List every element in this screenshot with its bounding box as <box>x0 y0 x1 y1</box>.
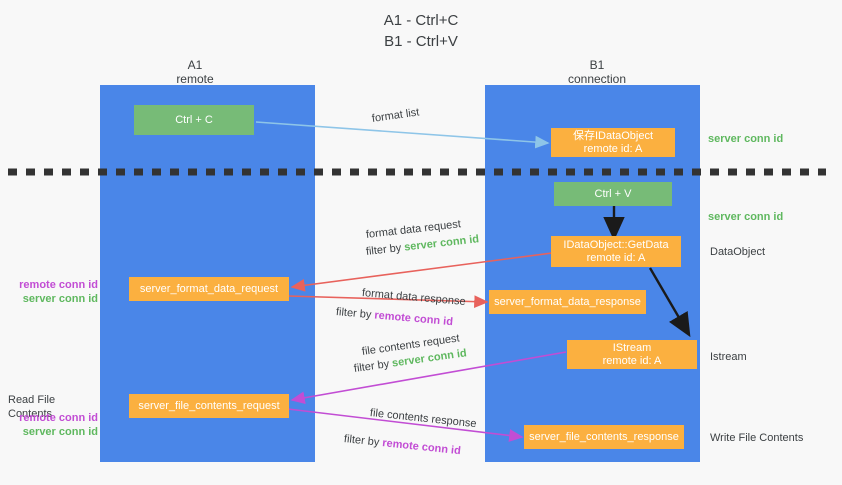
box-ctrl-v-label: Ctrl + V <box>594 187 632 200</box>
annotation-remote-conn-id: remote conn id <box>19 279 98 291</box>
box-istream-line2: remote id: A <box>602 354 662 367</box>
arrow-format-data-request <box>290 252 553 292</box>
arrow-format-data-response <box>287 295 489 309</box>
box-save-idataobject-line2: remote id: A <box>583 142 643 155</box>
box-idataobject-getdata-line2: remote id: A <box>586 251 646 264</box>
annotation-write-file-contents: Write File Contents <box>710 431 803 445</box>
annotation-server-conn-id-2-text: server conn id <box>708 211 784 223</box>
box-server-file-contents-request-label: server_file_contents_request <box>138 399 280 412</box>
annotation-istream: Istream <box>710 350 747 364</box>
annotation-istream-text: Istream <box>710 351 747 363</box>
box-save-idataobject-line1: 保存IDataObject <box>572 129 654 142</box>
box-server-file-contents-response-label: server_file_contents_response <box>529 430 679 443</box>
arrow-getdata-to-istream <box>648 267 691 338</box>
box-server-format-data-request[interactable]: server_format_data_request <box>129 277 289 301</box>
diagram-title: A1 - Ctrl+C B1 - Ctrl+V <box>0 10 842 52</box>
box-idataobject-getdata-line1: IDataObject::GetData <box>563 238 669 251</box>
box-idataobject-getdata[interactable]: IDataObject::GetData remote id: A <box>551 236 681 267</box>
annotation-left-conn-ids-2: remote conn id server conn id <box>12 411 98 439</box>
box-ctrl-c-label: Ctrl + C <box>175 113 213 126</box>
annotation-read-file-contents: Read File Contents <box>8 393 98 421</box>
annotation-server-conn-id: server conn id <box>22 426 98 438</box>
box-server-format-data-request-label: server_format_data_request <box>139 282 279 295</box>
annotation-server-conn-id-1: server conn id <box>708 132 783 146</box>
box-server-format-data-response-label: server_format_data_response <box>494 295 641 308</box>
box-save-idataobject[interactable]: 保存IDataObject remote id: A <box>551 128 675 157</box>
box-ctrl-v[interactable]: Ctrl + V <box>554 182 672 206</box>
box-server-file-contents-request[interactable]: server_file_contents_request <box>129 394 289 418</box>
annotation-remote-conn-id: remote conn id <box>19 412 98 424</box>
column-header-a1: A1 remote <box>130 58 260 86</box>
box-istream-line1: IStream <box>612 341 652 354</box>
annotation-server-conn-id-1-text: server conn id <box>708 133 784 145</box>
arrow-file-contents-request <box>290 351 567 405</box>
column-header-b1: B1 connection <box>532 58 662 86</box>
annotation-write-file-contents-text: Write File Contents <box>710 432 804 444</box>
column-a1-sub: remote <box>176 72 214 86</box>
annotation-dataobject-text: DataObject <box>710 246 766 258</box>
box-server-format-data-response[interactable]: server_format_data_response <box>489 290 646 314</box>
filter-by-prefix: filter by <box>335 306 375 322</box>
column-b1-name: B1 <box>589 58 605 72</box>
filter-by-prefix: filter by <box>343 433 383 449</box>
title-line-1: A1 - Ctrl+C <box>383 12 459 29</box>
annotation-server-conn-id: server conn id <box>22 293 98 305</box>
column-a1-name: A1 <box>187 58 203 72</box>
title-line-2: B1 - Ctrl+V <box>384 33 458 50</box>
box-istream[interactable]: IStream remote id: A <box>567 340 697 369</box>
annotation-read-file-contents-text: Read File Contents <box>8 394 56 420</box>
annotation-server-conn-id-2: server conn id <box>708 210 783 224</box>
box-ctrl-c[interactable]: Ctrl + C <box>134 105 254 135</box>
arrow-file-contents-response <box>287 408 524 442</box>
box-server-file-contents-response[interactable]: server_file_contents_response <box>524 425 684 449</box>
annotation-left-conn-ids-1: remote conn id server conn id <box>12 278 98 306</box>
column-b1-sub: connection <box>567 72 627 86</box>
arrow-format-list <box>255 121 550 149</box>
annotation-dataobject: DataObject <box>710 245 765 259</box>
